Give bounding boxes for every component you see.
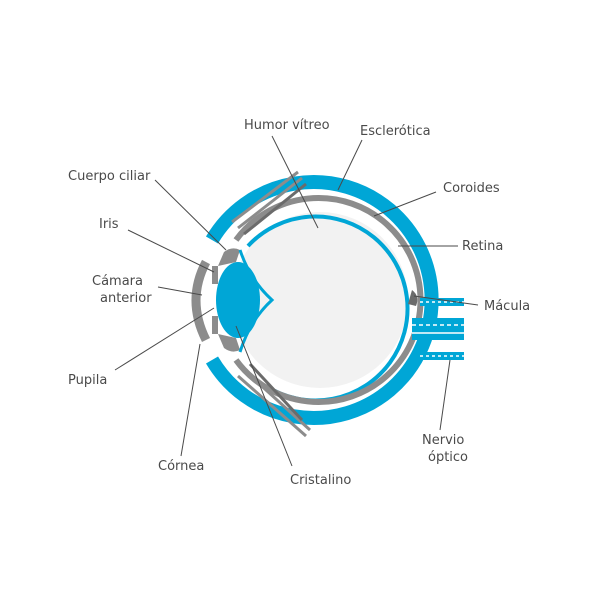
label-macula: Mácula	[484, 299, 530, 314]
leader-pupila	[114, 307, 215, 371]
iris-upper	[212, 266, 218, 284]
lens	[216, 262, 260, 338]
lens-zonule	[238, 249, 275, 353]
leader-cristalino	[235, 325, 293, 467]
label-camara-line1: Cámara	[92, 274, 143, 289]
leader-macula	[413, 295, 479, 306]
leader-camara-anterior	[157, 286, 203, 296]
leader-cuerpo-ciliar	[154, 179, 227, 251]
leader-nervio-optico	[439, 359, 451, 431]
label-pupila: Pupila	[68, 373, 107, 388]
label-humor-vitreo: Humor vítreo	[244, 118, 330, 133]
label-cornea: Córnea	[158, 459, 204, 474]
label-cristalino: Cristalino	[290, 473, 351, 488]
leader-cornea	[180, 343, 201, 457]
leader-esclerotica	[337, 139, 363, 191]
macula	[408, 290, 418, 306]
muscle-upper	[231, 170, 307, 236]
leader-iris	[127, 229, 215, 273]
optic-nerve	[412, 298, 464, 360]
ciliary-body-lower	[218, 334, 240, 352]
leader-humor-vitreo	[271, 135, 319, 229]
label-esclerotica: Esclerótica	[360, 124, 431, 139]
iris-lower	[212, 316, 218, 334]
muscle-lower	[237, 362, 312, 438]
label-nervio-line1: Nervio	[422, 433, 464, 448]
ciliary-body-upper	[218, 248, 240, 266]
label-nervio-line2: óptico	[428, 450, 468, 465]
label-coroides: Coroides	[443, 181, 500, 196]
leader-coroides	[373, 191, 437, 217]
label-camara-line2: anterior	[100, 291, 152, 306]
label-iris: Iris	[99, 217, 119, 232]
label-cuerpo-ciliar: Cuerpo ciliar	[68, 169, 151, 184]
label-retina: Retina	[462, 239, 503, 254]
cornea	[191, 259, 211, 343]
vitreous-body	[232, 212, 408, 388]
